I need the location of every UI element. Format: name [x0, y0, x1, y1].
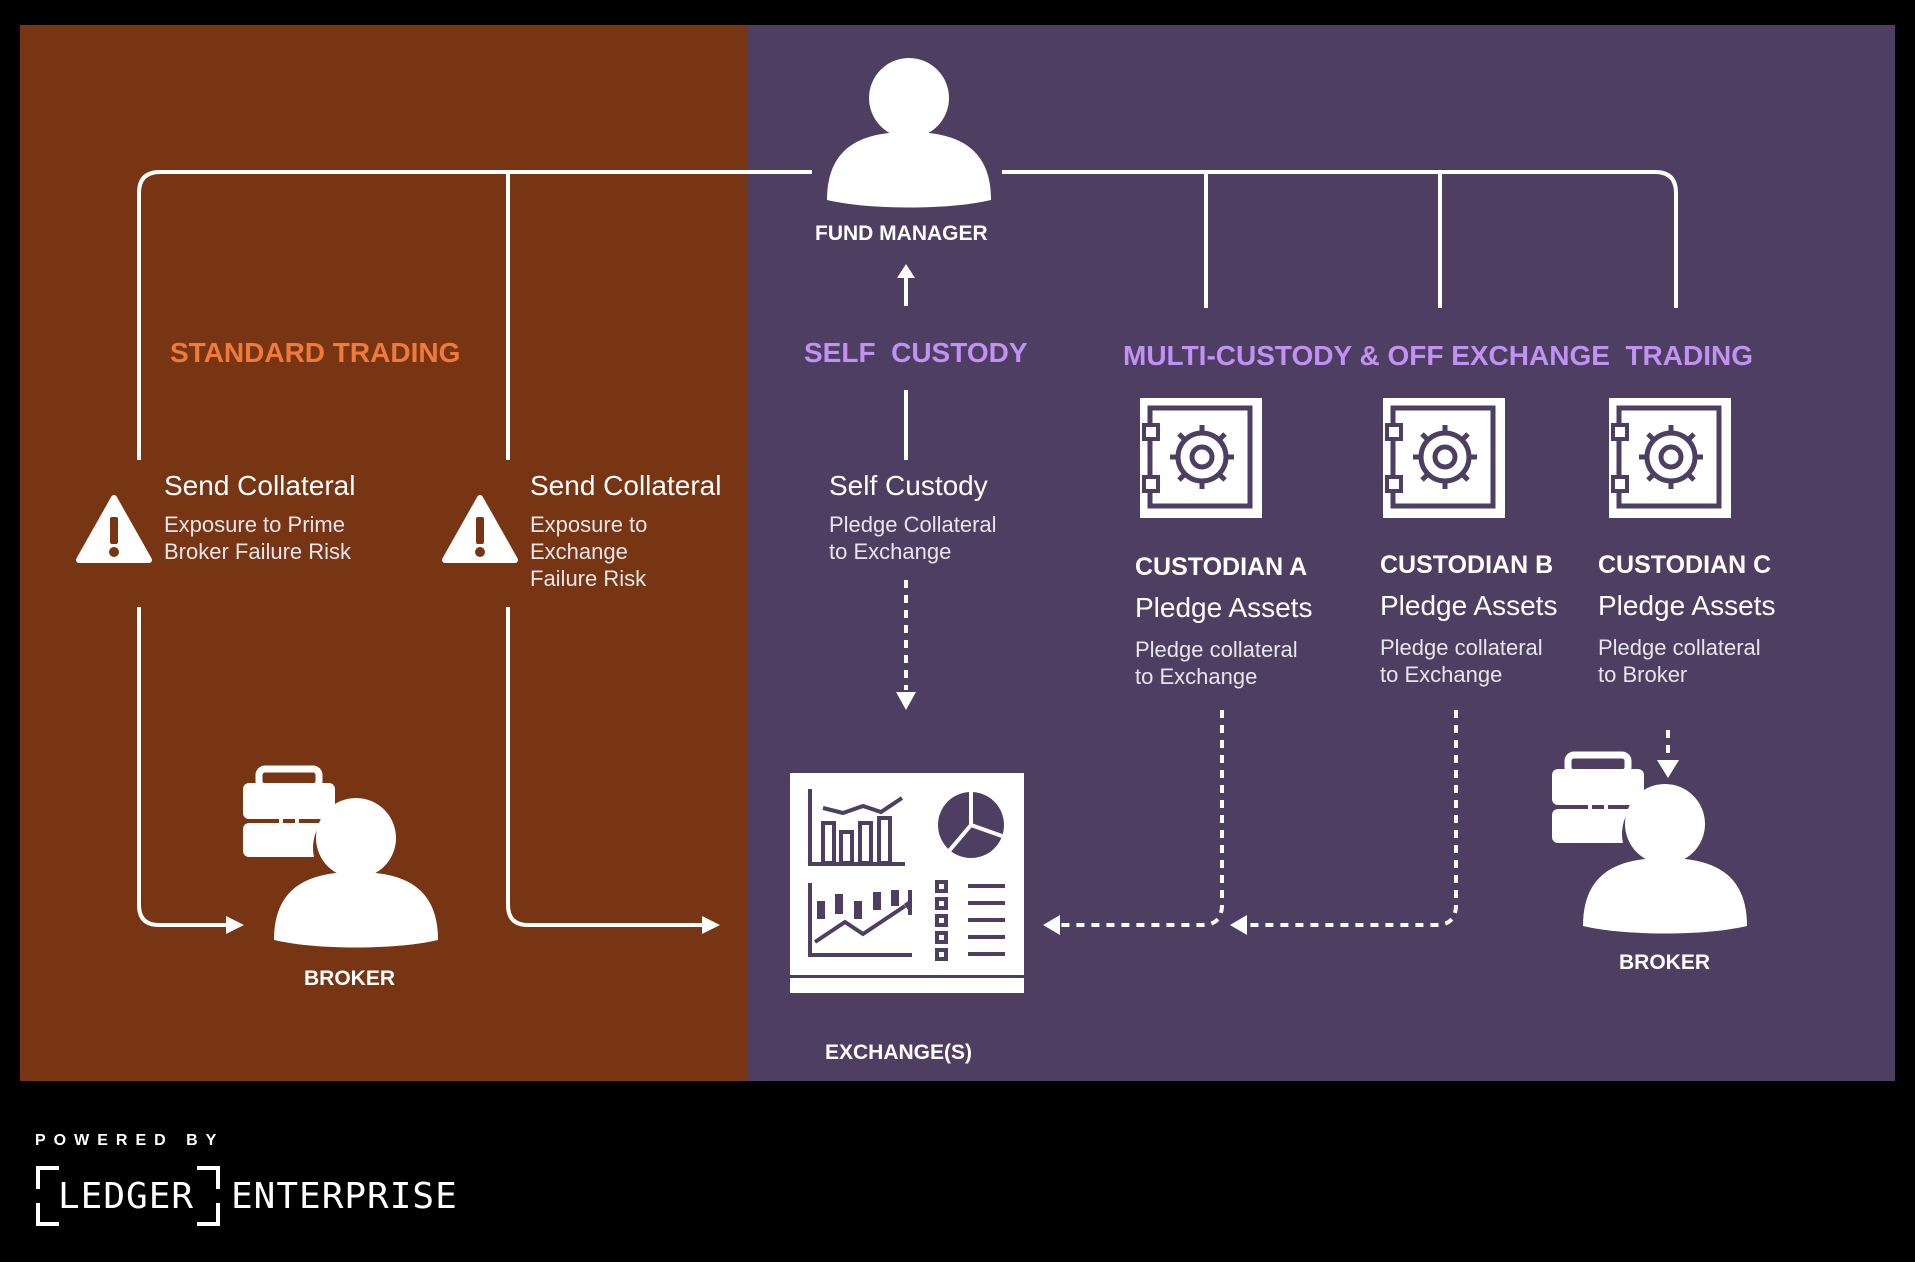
- custodian-a-line-1: Pledge collateral: [1135, 637, 1298, 662]
- exchanges-label: EXCHANGE(S): [825, 1041, 973, 1064]
- safe-icon: [1609, 398, 1731, 518]
- send-collateral-1-line-2: Broker Failure Risk: [164, 539, 352, 564]
- send-collateral-1-line-1: Exposure to Prime: [164, 512, 345, 537]
- ledger-enterprise-logo: LEDGER ENTERPRISE: [35, 1165, 465, 1227]
- custodian-a-name: CUSTODIAN A: [1135, 553, 1308, 581]
- warning-icon: [79, 498, 149, 560]
- custodian-c-title: Pledge Assets: [1598, 590, 1776, 621]
- custodian-c-line-2: to Broker: [1598, 662, 1688, 687]
- self-custody-title: SELF CUSTODY: [804, 337, 1028, 368]
- safe-icon: [1140, 398, 1262, 518]
- broker-left-icon: [243, 769, 438, 948]
- custodian-a-title: Pledge Assets: [1135, 592, 1313, 623]
- broker-right-icon: [1552, 755, 1747, 934]
- logo-bracket-icon: [36, 1166, 220, 1226]
- broker-right-label: BROKER: [1619, 951, 1711, 974]
- custodian-a-line-2: to Exchange: [1135, 664, 1258, 689]
- self-custody-flow-title: Self Custody: [829, 470, 988, 501]
- self-custody-flow-line-1: Pledge Collateral: [829, 512, 997, 537]
- logo-ledger-text: LEDGER: [58, 1176, 195, 1217]
- custodian-b-line-1: Pledge collateral: [1380, 635, 1543, 660]
- send-collateral-2-line-3: Failure Risk: [530, 566, 647, 591]
- warning-icon: [445, 498, 515, 560]
- broker-left-label: BROKER: [304, 967, 396, 990]
- custodian-c-line-1: Pledge collateral: [1598, 635, 1761, 660]
- custodian-b-line-2: to Exchange: [1380, 662, 1503, 687]
- send-collateral-2-line-2: Exchange: [530, 539, 628, 564]
- dashboard-icon: [790, 773, 1024, 993]
- powered-by-label: POWERED BY: [35, 1132, 225, 1149]
- send-collateral-2-title: Send Collateral: [530, 470, 722, 501]
- fund-manager-label: FUND MANAGER: [815, 222, 988, 245]
- self-custody-flow-line-2: to Exchange: [829, 539, 952, 564]
- custodian-b-name: CUSTODIAN B: [1380, 551, 1554, 579]
- safe-icon: [1383, 398, 1505, 518]
- multi-custody-title: MULTI-CUSTODY & OFF EXCHANGE TRADING: [1123, 340, 1753, 371]
- send-collateral-1-title: Send Collateral: [164, 470, 356, 501]
- standard-trading-title: STANDARD TRADING: [170, 337, 461, 368]
- send-collateral-2-line-1: Exposure to: [530, 512, 648, 537]
- custodian-c-name: CUSTODIAN C: [1598, 551, 1772, 579]
- custodian-b-title: Pledge Assets: [1380, 590, 1558, 621]
- logo-enterprise-text: ENTERPRISE: [231, 1176, 458, 1217]
- fund-manager-icon: [827, 58, 991, 208]
